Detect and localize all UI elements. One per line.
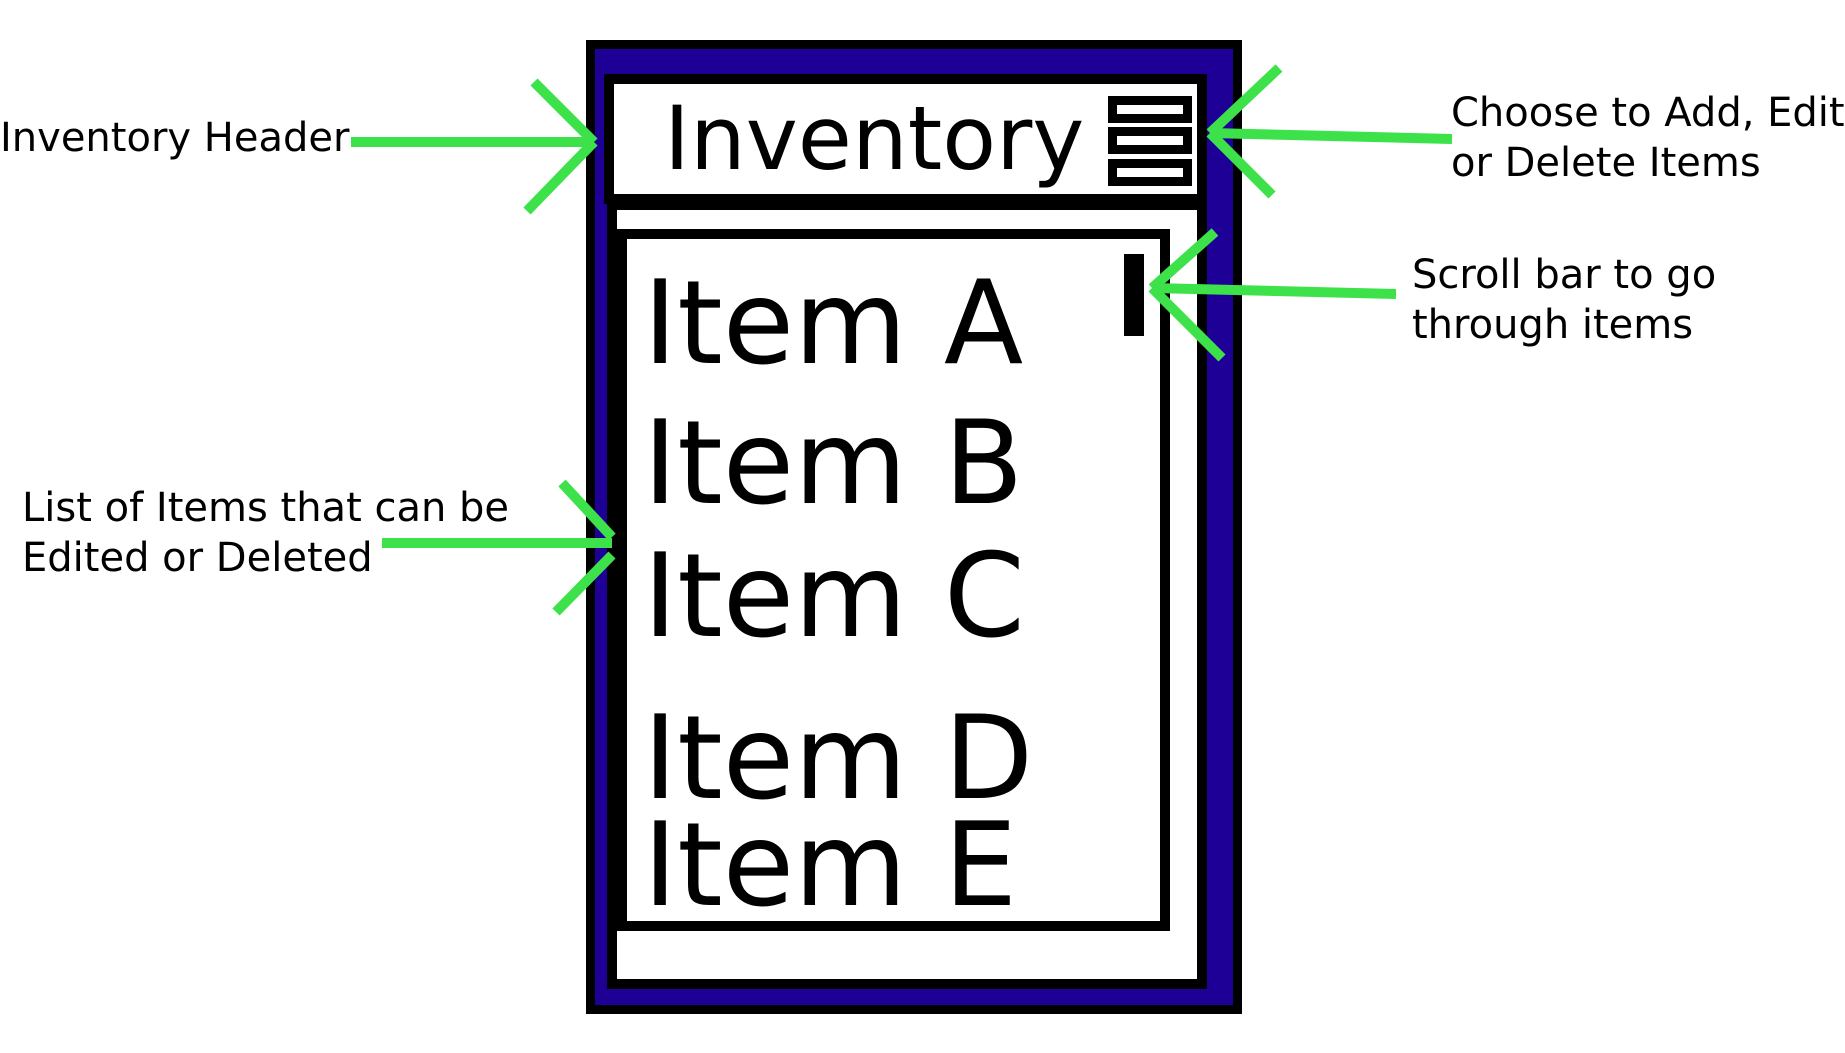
hamburger-menu-icon[interactable] — [1108, 96, 1192, 186]
annotation-menu-line-2: or Delete Items — [1451, 140, 1761, 186]
list-item[interactable]: Item A — [643, 256, 1024, 391]
list-item[interactable]: Item B — [643, 396, 1024, 531]
annotation-scroll-line-1: Scroll bar to go — [1412, 252, 1717, 298]
annotation-list-label: List of Items that can be Edited or Dele… — [22, 483, 509, 583]
annotation-menu-label: Choose to Add, Edit or Delete Items — [1451, 88, 1845, 188]
list-item[interactable]: Item E — [643, 798, 1018, 931]
annotation-list-line-2: Edited or Deleted — [22, 535, 373, 581]
annotation-header-label: Inventory Header — [0, 113, 349, 163]
menu-bar-middle — [1108, 127, 1192, 154]
annotation-list-line-1: List of Items that can be — [22, 485, 510, 531]
list-item[interactable]: Item C — [643, 529, 1025, 664]
arrow-to-menu — [1206, 64, 1453, 199]
header-title: Inventory — [664, 87, 1085, 190]
annotation-menu-line-1: Choose to Add, Edit — [1451, 90, 1845, 136]
menu-bar-top — [1108, 96, 1192, 123]
list-item[interactable]: Item D — [643, 691, 1034, 826]
scrollbar-thumb[interactable] — [1124, 254, 1144, 336]
annotation-scroll-label: Scroll bar to go through items — [1412, 250, 1716, 350]
inventory-header: Inventory — [604, 74, 1207, 204]
annotation-scroll-line-2: through items — [1412, 302, 1694, 348]
arrow-to-header — [351, 78, 598, 215]
annotation-header-text: Inventory Header — [0, 115, 350, 161]
item-list: Item A Item B Item C Item D Item E — [617, 229, 1170, 931]
menu-bar-bottom — [1108, 159, 1192, 186]
